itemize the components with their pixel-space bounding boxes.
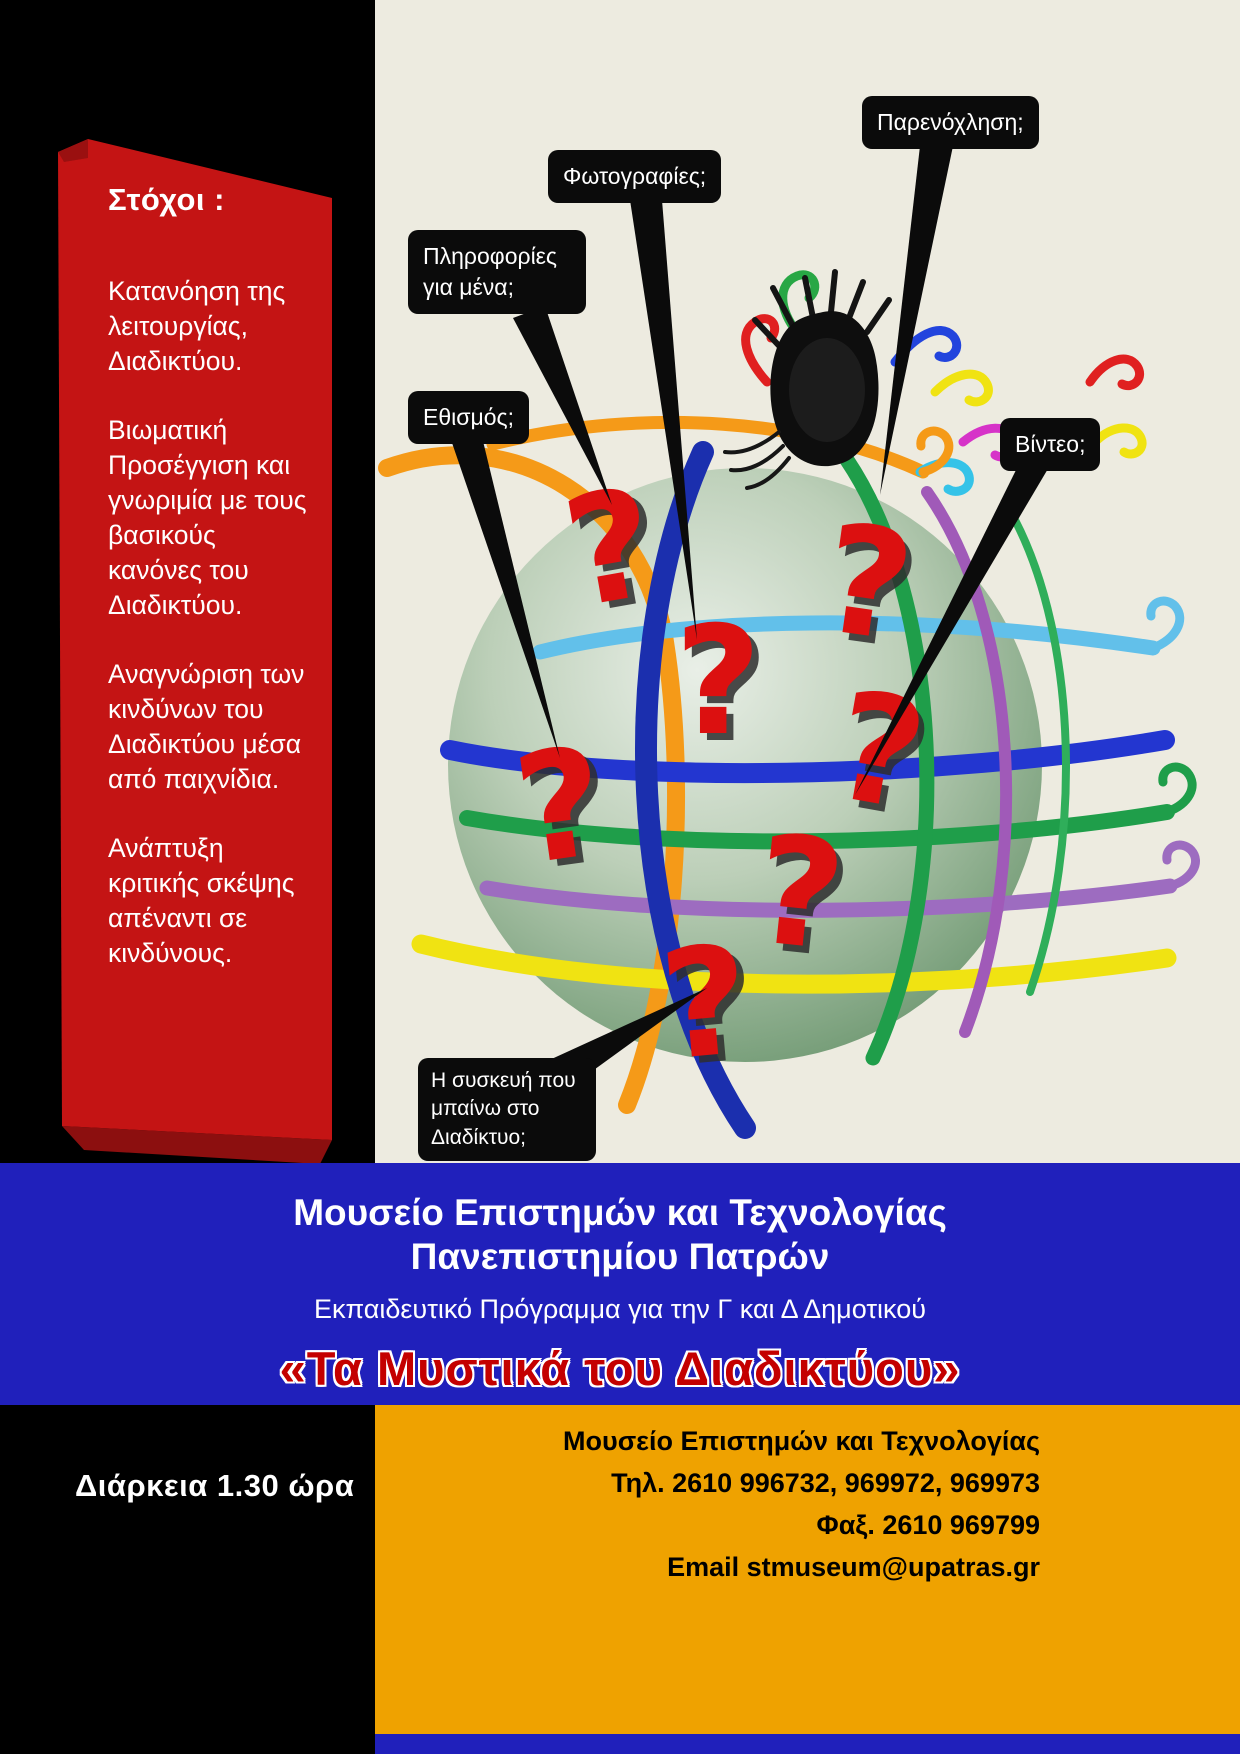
ribbon-top-fold: [58, 139, 88, 162]
museum-banner: Μουσείο Επιστημών και Τεχνολογίας Πανεπι…: [0, 1163, 1240, 1405]
purple-ribbon: [479, 878, 1178, 918]
green-ribbon: [459, 804, 1175, 850]
contact-band: Μουσείο Επιστημών και Τεχνολογίας Τηλ. 2…: [375, 1405, 1240, 1754]
callout-tail: [630, 200, 697, 640]
callout-photos: Φωτογραφίες;: [548, 150, 722, 204]
yellow-ribbon: [411, 934, 1177, 994]
globe-illustration: ? ? ? ? ? ? ? ? ? ?: [378, 146, 1200, 1139]
monster-hair-spikes: [752, 269, 892, 353]
callout-tail: [545, 988, 707, 1080]
red-ribbon-banner: [58, 139, 332, 1164]
tentacle-monster-illustration: [723, 269, 892, 490]
svg-text:?: ?: [662, 920, 764, 1101]
svg-text:?: ?: [654, 914, 756, 1095]
yellow-curl-right: [1090, 423, 1147, 459]
museum-title-line1: Μουσείο Επιστημών και Τεχνολογίας: [293, 1192, 947, 1233]
bottom-blue-strip: [375, 1734, 1240, 1754]
question-mark: ? ?: [654, 914, 764, 1101]
blue-curl: [890, 326, 962, 367]
callout-tail: [855, 462, 1052, 795]
navy-meridian: [635, 441, 756, 1139]
monster-whiskers: [723, 430, 791, 490]
question-mark: ? ?: [674, 595, 768, 776]
goals-panel: Στόχοι : Κατανόηση της λειτουργίας, Διαδ…: [108, 182, 316, 1004]
goal-item: Αναγνώριση των κινδύνων του Διαδικτύου μ…: [108, 658, 305, 794]
illustration-area: ? ? ? ? ? ? ? ? ? ?: [375, 0, 1240, 1163]
callout-video: Βίντεο;: [1000, 418, 1101, 472]
contact-museum-name: Μουσείο Επιστημών και Τεχνολογίας: [563, 1426, 1040, 1456]
ribbon-face: [58, 139, 332, 1140]
monster-body-inner: [789, 338, 865, 442]
goal-item: Ανάπτυξη κριτικής σκέψης απέναντι σε κιν…: [108, 832, 295, 968]
contact-email: Email stmuseum@upatras.gr: [667, 1551, 1040, 1582]
callout-tail: [880, 146, 953, 495]
purple-end-curl: [1162, 840, 1200, 891]
callout-device: Η συσκευή που μπαίνω στο Διαδίκτυο;: [418, 1058, 596, 1162]
svg-text:?: ?: [753, 811, 858, 993]
contact-phone: Τηλ. 2610 996732, 969972, 969973: [611, 1467, 1040, 1498]
callout-tail: [450, 437, 560, 758]
lightblue-end-curl: [1146, 596, 1185, 653]
svg-text:?: ?: [674, 595, 761, 769]
program-subtitle: Εκπαιδευτικό Πρόγραμμα για την Γ και Δ Δ…: [314, 1293, 926, 1324]
green-meridian: [839, 452, 935, 1066]
museum-title: Μουσείο Επιστημών και Τεχνολογίας Πανεπι…: [0, 1163, 1240, 1280]
orange-ribbon-top: [486, 416, 930, 479]
globe-ribbons: [378, 416, 1178, 1139]
contact-block: Μουσείο Επιστημών και Τεχνολογίας Τηλ. 2…: [375, 1405, 1240, 1588]
thin-green-arc: [1011, 516, 1070, 996]
red-curl-right: [1085, 354, 1145, 390]
yellow-curl: [930, 369, 993, 407]
goal-item: Βιωματική Προσέγγιση και γνωριμία με του…: [108, 414, 307, 620]
question-mark: ? ?: [747, 803, 858, 993]
orange-end-curl: [916, 426, 954, 477]
callout-addiction: Εθισμός;: [408, 391, 529, 445]
goal-item: Κατανόηση της λειτουργίας, Διαδικτύου.: [108, 276, 286, 376]
contact-fax: Φαξ. 2610 969799: [816, 1509, 1040, 1540]
callout-tails: [450, 146, 1052, 1080]
program-slogan: «Τα Μυστικά του Διαδικτύου»: [279, 1341, 961, 1395]
green-end-curl: [1158, 762, 1197, 817]
callout-personal-info: Πληροφορίες για μένα;: [408, 230, 586, 315]
svg-text:?: ?: [747, 803, 852, 985]
purple-meridian: [921, 486, 1013, 1038]
ribbon-shadow-fold: [62, 1126, 332, 1164]
duration-text: Διάρκεια 1.30 ώρα: [75, 1468, 355, 1503]
question-mark: ? ?: [505, 715, 623, 905]
callout-harassment: Παρενόχληση;: [862, 96, 1039, 150]
museum-title-line2: Πανεπιστημίου Πατρών: [410, 1236, 830, 1278]
goals-title: Στόχοι :: [108, 182, 225, 217]
callout-tail: [513, 306, 612, 505]
